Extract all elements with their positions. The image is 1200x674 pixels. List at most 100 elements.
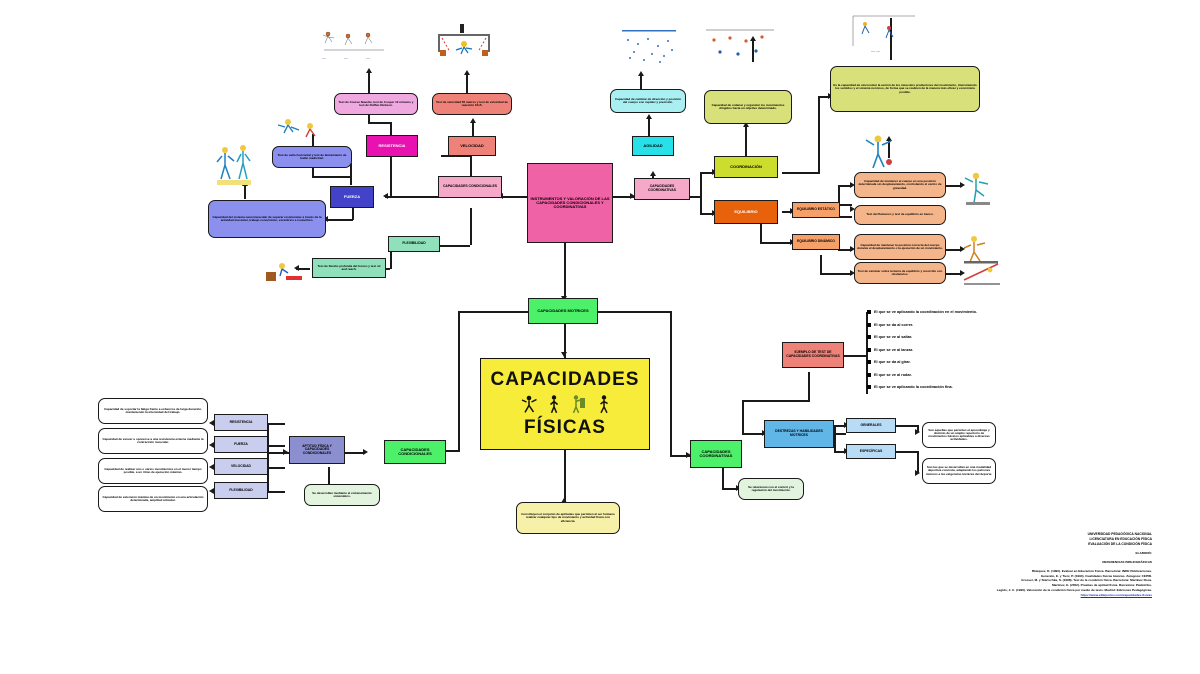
connector	[866, 312, 868, 394]
connector	[441, 155, 470, 157]
node-resistencia[interactable]: RESISTENCIA	[366, 135, 418, 157]
connector	[350, 163, 352, 185]
svg-text:—: —	[344, 55, 348, 60]
arrowhead	[366, 68, 372, 73]
arrowhead	[470, 118, 476, 123]
node-flexibilidad[interactable]: FLEXIBILIDAD	[388, 236, 440, 252]
arrowhead	[638, 71, 644, 76]
node-bl-item-0-label[interactable]: RESISTENCIA	[214, 414, 268, 431]
connector	[368, 114, 370, 124]
node-bl-item-3-detail[interactable]: Capacidad de extensión máxima de un movi…	[98, 486, 208, 512]
connector	[745, 126, 747, 156]
node-capacidades-coordinativas-top[interactable]: CAPACIDADES COORDINATIVAS	[634, 178, 690, 200]
node-bl-item-2-detail[interactable]: Capacidad de realizar uno o varios movim…	[98, 458, 208, 484]
references-block: UNIVERSIDAD PEDAGÓGICA NACIONAL LICENCIA…	[890, 532, 1152, 598]
connector	[430, 245, 470, 247]
node-bl-item-1-label[interactable]: FUERZA	[214, 436, 268, 453]
connector	[782, 211, 792, 213]
node-bl-item-1-detail[interactable]: Capacidad de vencer u oponerse a una res…	[98, 428, 208, 454]
connector	[834, 451, 846, 453]
node-bl-capacidades-condicionales[interactable]: CAPACIDADES CONDICIONALES	[384, 440, 446, 464]
node-br-capacidades-coordinativas[interactable]: CAPACIDADES COORDINATIVAS	[690, 440, 742, 468]
node-bl-item-3-label[interactable]: FLEXIBILIDAD	[214, 482, 268, 499]
node-br-sub-1-detail[interactable]: Son las que se desarrollan en una modali…	[922, 458, 996, 484]
connector	[466, 74, 468, 96]
node-br-sub-1-label[interactable]: ESPECÍFICAS	[846, 444, 896, 459]
connector	[458, 311, 566, 313]
node-capacidades-condicionales-top[interactable]: CAPACIDADES CONDICIONALES	[438, 176, 502, 198]
connector	[700, 172, 702, 214]
connector	[267, 423, 285, 425]
node-br-destrezas-habilidades[interactable]: DESTREZAS Y HABILIDADES MOTRICES	[764, 420, 834, 448]
node-equilibrio-dinamico-detail-1[interactable]: Capacidad de mantener la posición correc…	[854, 234, 946, 260]
connector	[368, 122, 392, 124]
bullet-item: El que se ve aplicando la coordinación e…	[866, 306, 1041, 319]
node-fuerza-detail[interactable]: Capacidad del sistema neuromuscular de s…	[208, 200, 326, 238]
node-br-sub-0-detail[interactable]: Son aquellas que permiten el aprendizaje…	[922, 422, 996, 448]
node-bottom-note[interactable]: Constituyen el conjunto de aptitudes que…	[516, 502, 620, 534]
node-flexibilidad-detail[interactable]: Test de flexión profunda del tronco y te…	[312, 258, 386, 278]
connector	[742, 400, 808, 402]
svg-text:— —: — —	[871, 48, 880, 53]
node-velocidad-detail[interactable]: Test de velocidad 50 metros y test de ve…	[432, 93, 512, 115]
arrowhead	[283, 449, 288, 455]
connector	[312, 176, 350, 178]
arrowhead	[850, 246, 855, 252]
node-instrumentos-valoracion[interactable]: INSTRUMENTOS Y VALORACIÓN DE LAS CAPACID…	[527, 163, 613, 243]
node-br-note[interactable]: Se relacionan con el control y la regula…	[738, 478, 804, 500]
connector	[564, 448, 566, 503]
node-bl-note[interactable]: Se desarrollan mediante el entrenamiento…	[304, 484, 380, 506]
ref-institution-line-1: UNIVERSIDAD PEDAGÓGICA NACIONAL	[1087, 532, 1152, 536]
arrowhead	[646, 114, 652, 119]
connector	[722, 488, 738, 490]
connector	[345, 452, 365, 454]
node-bl-aptitud-fisica[interactable]: APTITUD FÍSICA Y CAPACIDADES CONDICIONAL…	[289, 436, 345, 464]
bullet-item: El que se ve al saltar.	[866, 331, 1041, 344]
connector	[267, 467, 285, 469]
connector	[267, 452, 289, 454]
connector	[564, 322, 566, 358]
node-br-test-card[interactable]: EJEMPLO DE TEST DE CAPACIDADES COORDINAT…	[782, 342, 844, 368]
node-equilibrio-dinamico[interactable]: EQUILIBRIO DINÁMICO	[792, 234, 840, 250]
node-velocidad[interactable]: VELOCIDAD	[448, 136, 496, 156]
connector	[782, 172, 818, 174]
bullet-item: El que se ve aplicando la coordinación f…	[866, 381, 1041, 394]
arrowhead	[209, 442, 214, 448]
arrowhead	[960, 270, 965, 276]
arrowhead	[464, 70, 470, 75]
node-equilibrio[interactable]: EQUILIBRIO	[714, 200, 778, 224]
node-capacidades-motrices[interactable]: CAPACIDADES MOTRICES	[528, 298, 598, 324]
connector	[722, 462, 724, 488]
runner-icon	[521, 395, 537, 413]
ref-link[interactable]: https://www.efdeportes.com/capacidades-f…	[1080, 592, 1152, 597]
arrowhead	[850, 206, 855, 212]
connector	[838, 216, 852, 218]
node-agilidad[interactable]: AGILIDAD	[632, 136, 674, 156]
connector	[917, 451, 919, 473]
arrowhead	[561, 352, 567, 357]
node-equilibrio-estatico-detail-2[interactable]: Test del flamenco y test de equilibrio e…	[854, 205, 946, 225]
node-equilibrio-dinamico-detail-2[interactable]: Test de caminar sobre la barra de equili…	[854, 262, 946, 284]
node-br-sub-0-label[interactable]: GENERALES	[846, 418, 896, 433]
node-bl-item-0-detail[interactable]: Capacidad de soportar la fatiga frente a…	[98, 398, 208, 424]
node-resistencia-detail[interactable]: Test de Course Navette, test de Cooper 1…	[334, 93, 418, 115]
node-coordinacion-detail-extended[interactable]: Es la capacidad de sincronizar la acción…	[830, 66, 980, 112]
connector	[312, 158, 314, 178]
node-coordinacion-detail[interactable]: Capacidad de ordenar y organizar los mov…	[704, 90, 792, 124]
balance-static-illustration	[865, 135, 892, 169]
ref-entry: Grosser, M. y Starischka, S. (1988). Tes…	[1021, 578, 1152, 583]
connector	[500, 196, 528, 198]
node-fuerza[interactable]: FUERZA	[330, 186, 374, 208]
connector	[670, 455, 690, 457]
connector	[838, 249, 852, 251]
node-equilibrio-estatico[interactable]: EQUILIBRIO ESTÁTICO	[792, 202, 840, 218]
node-fuerza-test[interactable]: Test de salto horizontal y test de lanza…	[272, 146, 352, 168]
node-equilibrio-estatico-detail-1[interactable]: Capacidad de mantener el cuerpo en una p…	[854, 172, 946, 198]
node-coordinacion[interactable]: COORDINACIÓN	[714, 156, 778, 178]
connector	[808, 372, 810, 402]
node-agilidad-detail[interactable]: Capacidad de cambiar de dirección y posi…	[610, 89, 686, 113]
node-bl-item-2-label[interactable]: VELOCIDAD	[214, 458, 268, 475]
connector	[686, 196, 700, 198]
lifting-person-icon	[572, 395, 585, 414]
